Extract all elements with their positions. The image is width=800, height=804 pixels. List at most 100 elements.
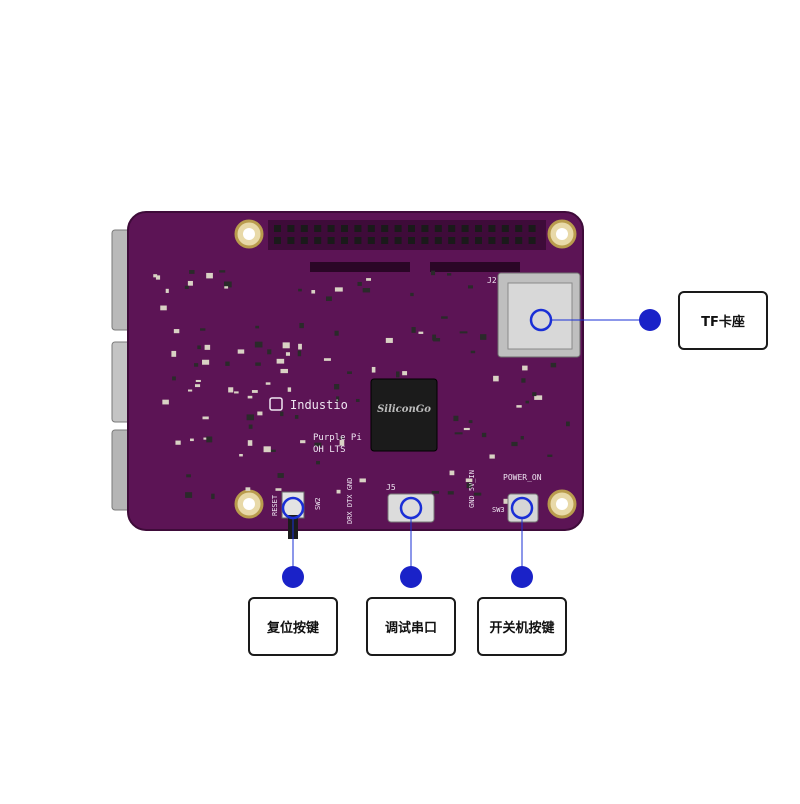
smd-part bbox=[431, 490, 440, 494]
smd-part bbox=[323, 358, 331, 361]
smd-part bbox=[254, 341, 263, 348]
smd-part bbox=[280, 368, 288, 374]
smd-part bbox=[153, 274, 158, 278]
smd-part bbox=[280, 411, 284, 417]
smd-part bbox=[432, 334, 437, 341]
smd-part bbox=[525, 400, 529, 404]
smd-part bbox=[265, 382, 271, 385]
smd-part bbox=[522, 365, 528, 371]
smd-part bbox=[336, 396, 340, 402]
smd-part bbox=[175, 440, 181, 445]
brand-label: Industio bbox=[290, 398, 348, 412]
header-pin bbox=[515, 225, 523, 232]
header-pin bbox=[408, 225, 415, 232]
industio-logo: Industio bbox=[269, 397, 348, 412]
j5-silk: J5 bbox=[386, 483, 396, 492]
smd-part bbox=[189, 270, 195, 274]
smd-part bbox=[357, 281, 362, 286]
smd-part bbox=[225, 361, 230, 366]
tf-slot-marker bbox=[529, 308, 553, 332]
smd-part bbox=[547, 454, 553, 457]
smd-part bbox=[566, 421, 570, 427]
smd-part bbox=[276, 358, 285, 364]
smd-part bbox=[202, 359, 210, 365]
smd-part bbox=[294, 415, 299, 419]
power-marker bbox=[510, 496, 534, 520]
smd-part bbox=[459, 331, 468, 334]
uart-connector-component: J5 DRX DTX GND bbox=[346, 478, 435, 524]
smd-part bbox=[534, 395, 543, 400]
callout-connectors bbox=[281, 308, 661, 588]
header-pin bbox=[354, 225, 362, 232]
header-pin bbox=[434, 237, 442, 244]
reset-silk: RESET bbox=[271, 494, 279, 516]
smd-part bbox=[298, 288, 302, 292]
smd-part bbox=[172, 376, 176, 381]
smd-part bbox=[532, 392, 537, 397]
fpc-connector-row-2 bbox=[430, 262, 520, 272]
smd-part bbox=[447, 273, 452, 276]
smd-part bbox=[411, 327, 416, 333]
smd-part bbox=[334, 330, 339, 336]
power-button-callout: 开关机按键 bbox=[477, 597, 567, 656]
reset-marker bbox=[281, 496, 305, 520]
smd-part bbox=[480, 334, 487, 340]
gpio-header bbox=[268, 220, 546, 250]
header-pin bbox=[274, 237, 281, 244]
smd-part bbox=[173, 329, 180, 334]
header-pin bbox=[274, 225, 281, 232]
smd-part bbox=[248, 424, 253, 429]
smd-part bbox=[385, 337, 393, 343]
smd-part bbox=[245, 487, 251, 491]
smd-part bbox=[219, 270, 226, 273]
j2-label: J2 bbox=[487, 276, 497, 285]
pcb-board bbox=[127, 211, 584, 531]
smd-part bbox=[336, 489, 341, 494]
header-pin bbox=[515, 237, 523, 244]
power-on-silk: POWER_ON bbox=[503, 473, 542, 482]
smd-part bbox=[239, 453, 243, 457]
header-pin bbox=[421, 225, 429, 232]
header-pin bbox=[287, 237, 295, 244]
smd-part bbox=[299, 322, 304, 329]
smd-part bbox=[224, 281, 232, 288]
smd-part bbox=[234, 391, 239, 394]
header-pin bbox=[287, 225, 295, 232]
debug-uart-callout: 调试串口 bbox=[366, 597, 456, 656]
smd-part bbox=[326, 296, 332, 302]
header-pin bbox=[501, 237, 509, 244]
smd-part bbox=[247, 395, 253, 399]
header-pin bbox=[421, 237, 429, 244]
smd-part bbox=[247, 440, 253, 446]
smd-part bbox=[257, 411, 263, 416]
tf-card-slot: J2 bbox=[487, 272, 581, 358]
smd-part bbox=[449, 470, 455, 476]
smd-part bbox=[467, 285, 473, 289]
smd-part bbox=[516, 405, 522, 408]
smd-part bbox=[521, 378, 526, 383]
smd-part bbox=[454, 432, 463, 435]
smd-part bbox=[187, 280, 193, 286]
smd-part bbox=[282, 342, 290, 349]
smd-part bbox=[190, 438, 194, 442]
smd-part bbox=[347, 371, 352, 374]
uart-silk: DRX DTX GND bbox=[346, 478, 354, 524]
header-pin bbox=[341, 225, 348, 232]
smd-part bbox=[511, 441, 518, 447]
model-line-1: Purple Pi bbox=[313, 433, 362, 443]
soc-chip: SiliconGo bbox=[370, 378, 438, 452]
header-pin bbox=[461, 225, 469, 232]
tf-card-slot-callout: TF卡座 bbox=[678, 291, 768, 350]
smd-part bbox=[197, 345, 201, 350]
header-pin bbox=[475, 237, 482, 244]
smd-part bbox=[171, 350, 177, 357]
smd-part bbox=[418, 331, 424, 334]
smd-part bbox=[206, 436, 213, 443]
header-pin bbox=[314, 225, 322, 232]
smd-part bbox=[228, 387, 234, 393]
header-pin bbox=[448, 237, 456, 244]
smd-part bbox=[300, 440, 306, 444]
smd-part bbox=[473, 492, 482, 496]
smd-part bbox=[334, 384, 340, 390]
